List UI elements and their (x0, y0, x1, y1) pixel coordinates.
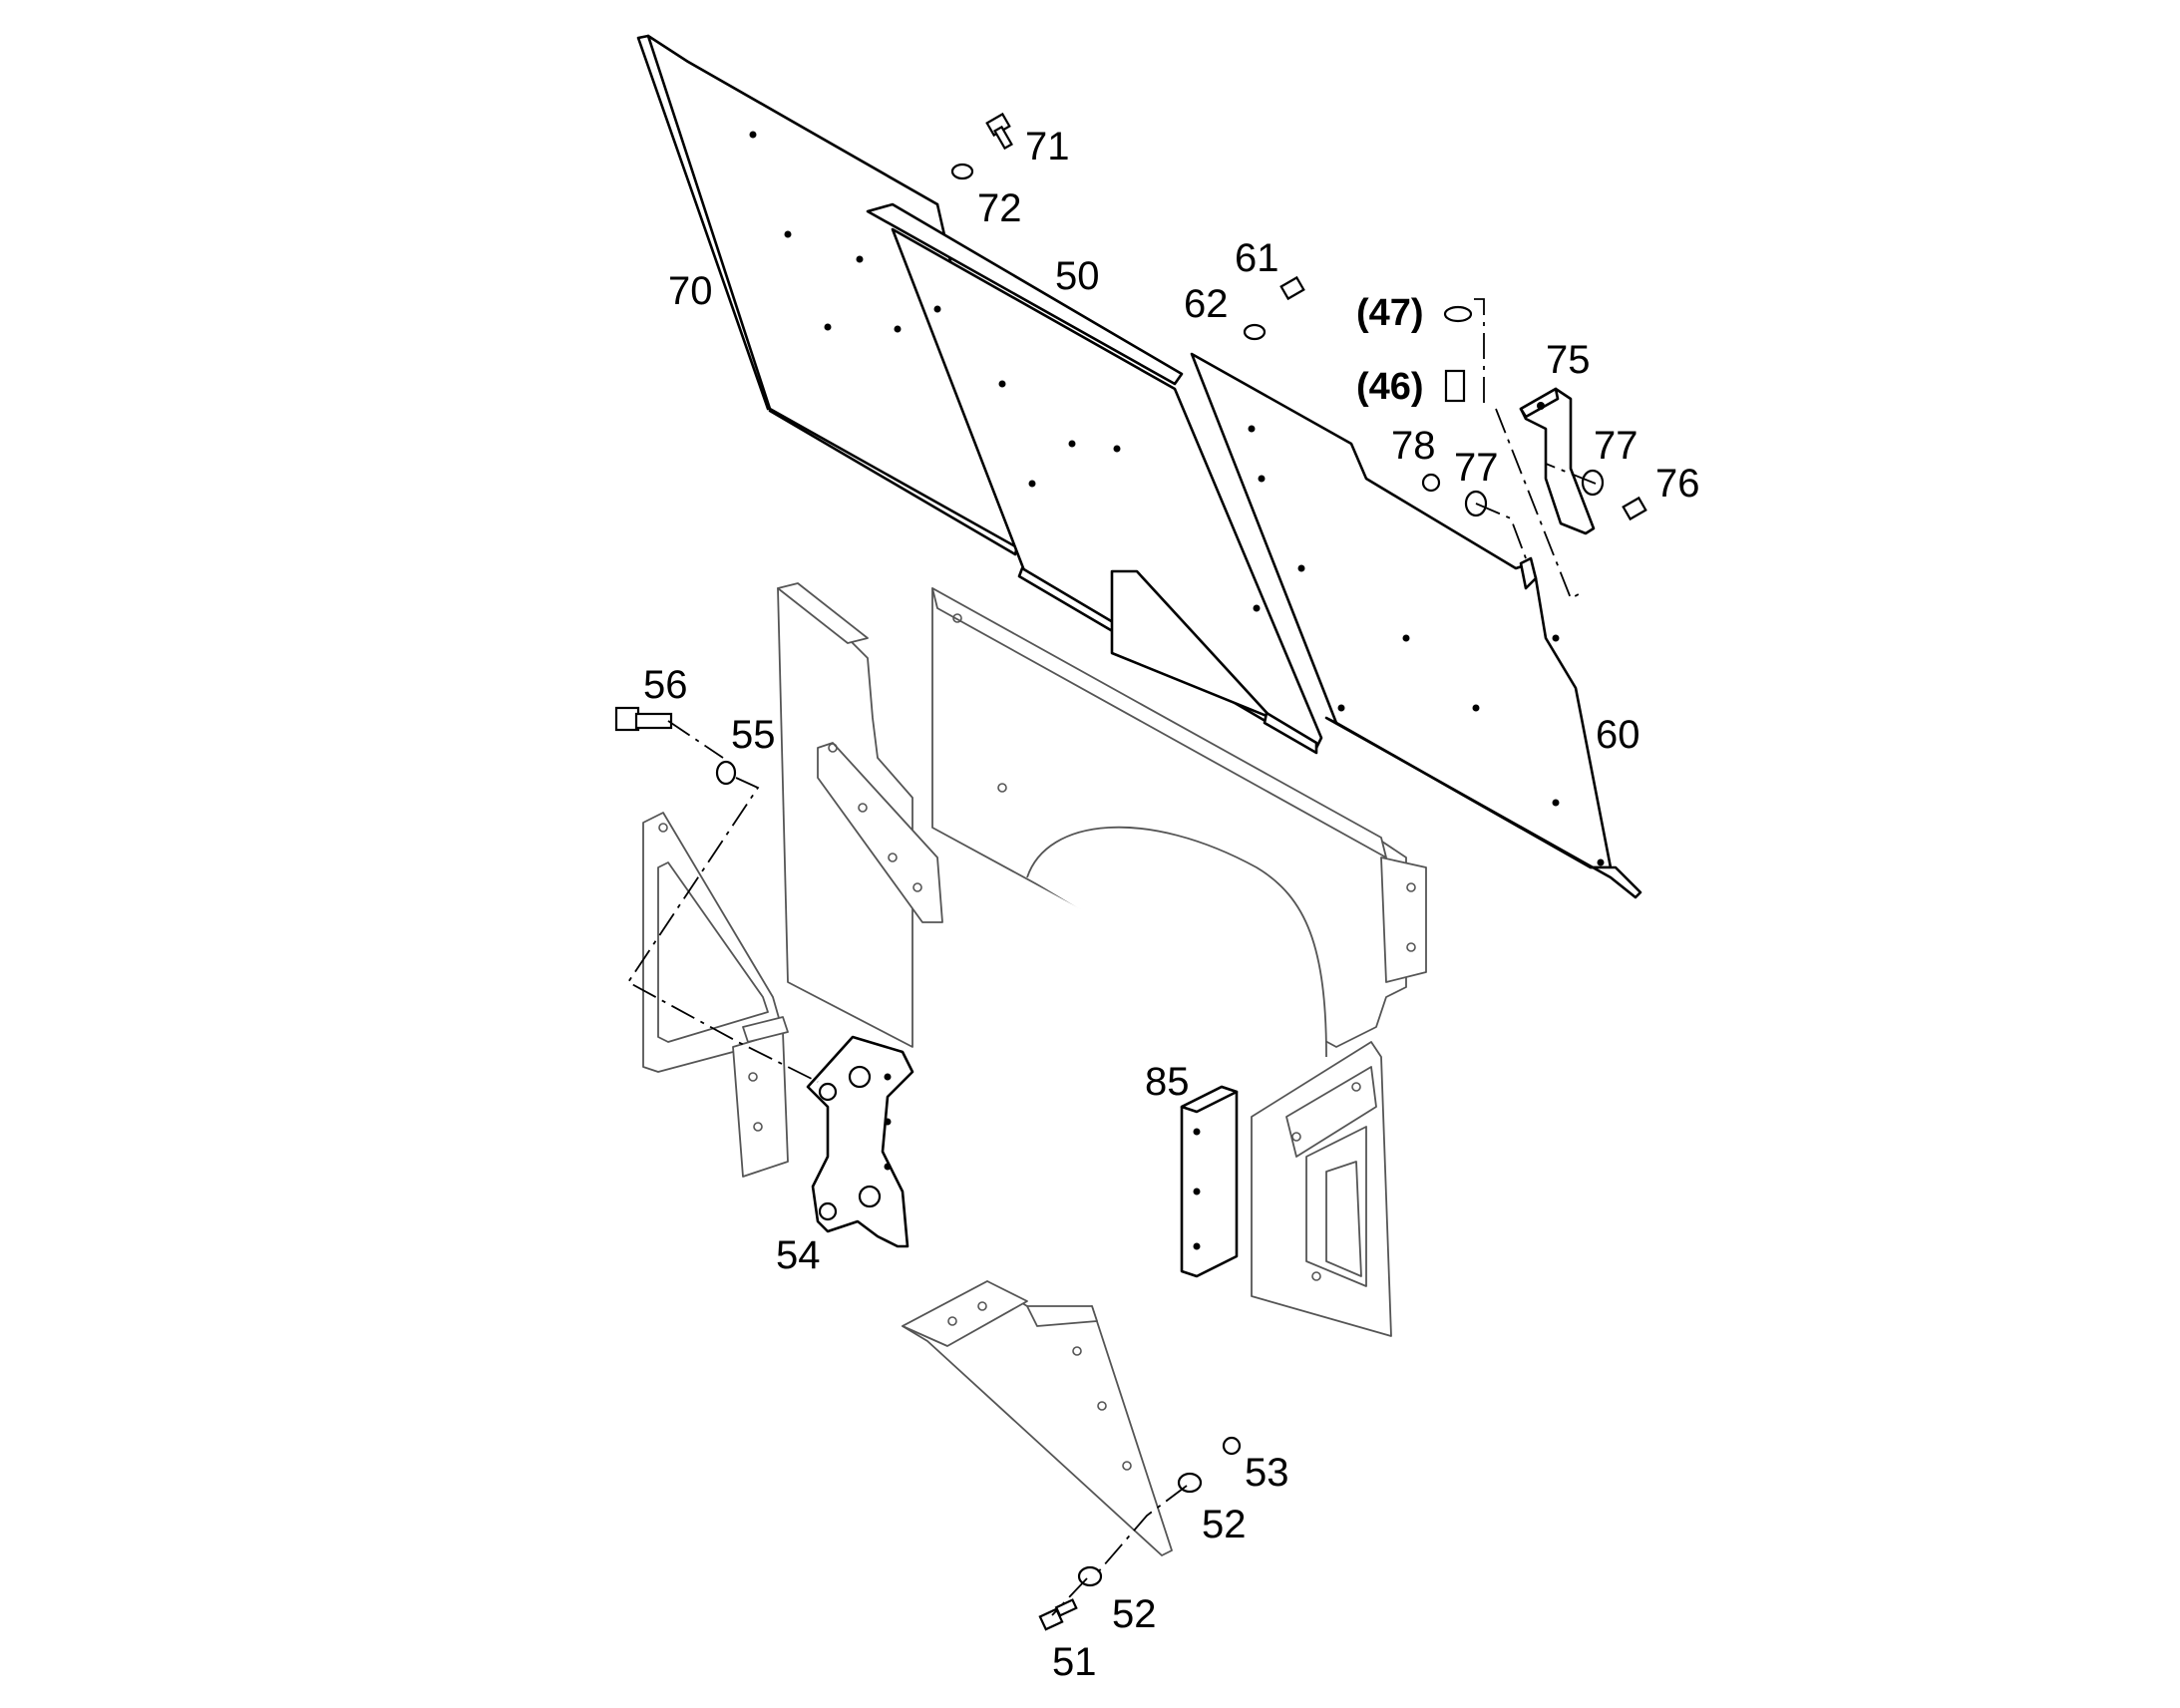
hardware-71-bolt[interactable] (985, 112, 1013, 151)
callout-78: 78 (1391, 424, 1436, 468)
hardware-47-washer[interactable] (1443, 305, 1473, 323)
part-60-right-panel[interactable] (1190, 352, 1642, 899)
callout-54: 54 (776, 1233, 821, 1277)
hardware-56-bolt[interactable] (614, 706, 673, 732)
callout-71: 71 (1025, 125, 1070, 169)
ghost-fan-shroud (931, 587, 1427, 1058)
hardware-53-nut[interactable] (1222, 1436, 1242, 1456)
part-50-center-panel[interactable] (866, 202, 1323, 755)
hardware-55-washer[interactable] (715, 760, 737, 786)
callout-85: 85 (1145, 1060, 1190, 1104)
callout-55: 55 (731, 713, 776, 757)
callout-77a: 77 (1454, 446, 1499, 490)
hardware-72-washer[interactable] (950, 163, 974, 180)
hardware-76-bolt[interactable] (1622, 496, 1647, 521)
part-70-side-panel[interactable] (636, 34, 1019, 556)
callout-77b: 77 (1594, 424, 1638, 468)
callout-56: 56 (643, 663, 688, 707)
ghost-vertical-plate (777, 582, 943, 1048)
callout-62: 62 (1184, 282, 1229, 326)
ghost-bottom-bracket (902, 1280, 1173, 1556)
callout-52b: 52 (1112, 1592, 1157, 1636)
hardware-46-bolt[interactable] (1444, 369, 1466, 403)
callout-labels: 70 71 72 50 61 62 (47) (46) 75 78 77 77 … (643, 125, 1700, 1684)
callout-53: 53 (1245, 1451, 1289, 1495)
hardware-62-washer[interactable] (1243, 323, 1267, 341)
part-54-mount-plate[interactable] (806, 1035, 914, 1248)
ghost-left-bracket (642, 812, 789, 1178)
assembly-leader-lines (626, 298, 1597, 1616)
callout-75: 75 (1546, 338, 1591, 382)
hardware-78-nut[interactable] (1421, 473, 1441, 493)
hardware-61-bolt[interactable] (1279, 275, 1305, 301)
hardware-51-bolt[interactable] (1038, 1598, 1078, 1631)
callout-52a: 52 (1202, 1503, 1247, 1546)
callout-47: (47) (1356, 292, 1424, 334)
callout-46: (46) (1356, 366, 1424, 408)
callout-72: 72 (977, 186, 1022, 230)
callout-50: 50 (1055, 254, 1100, 298)
callout-61: 61 (1235, 236, 1279, 280)
callout-51: 51 (1052, 1640, 1097, 1684)
callout-70: 70 (668, 269, 713, 313)
part-85-spacer-block[interactable] (1180, 1085, 1239, 1278)
ghost-right-bracket (1251, 1041, 1392, 1337)
callout-60: 60 (1596, 713, 1640, 757)
callout-76: 76 (1655, 462, 1700, 506)
part-75-bracket[interactable] (1519, 387, 1596, 535)
